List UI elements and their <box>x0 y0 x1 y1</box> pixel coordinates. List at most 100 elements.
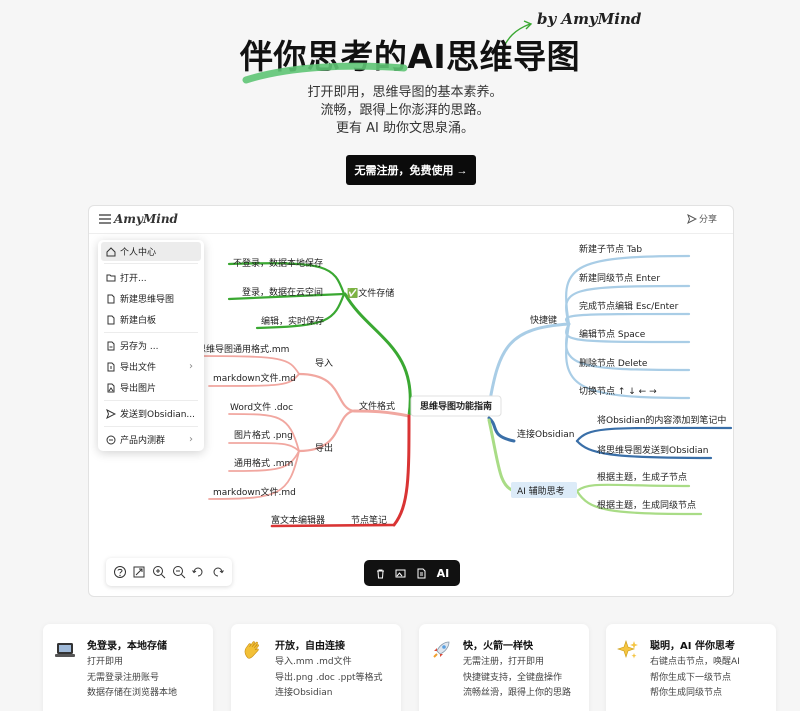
menu-item-label: 个人中心 <box>120 248 157 258</box>
menu-item-export-file[interactable]: 导出文件 › <box>101 357 201 376</box>
feature-line: 帮你生成同级节点 <box>650 688 723 698</box>
node-notes-child[interactable]: 富文本编辑器 <box>271 514 325 526</box>
image-icon[interactable] <box>395 568 406 579</box>
node-shortcut-child[interactable]: 编辑节点 Space <box>579 328 646 340</box>
send-icon <box>687 213 697 224</box>
node-export[interactable]: 导出 <box>315 442 333 454</box>
node-ai-child[interactable]: 根据主题，生成子节点 <box>597 471 687 483</box>
feature-line: 流畅丝滑，跟得上你的思路 <box>463 688 572 698</box>
node-export-child[interactable]: markdown文件.md <box>213 486 296 498</box>
chevron-right-icon: › <box>189 361 193 372</box>
hand-wave-icon <box>244 641 259 659</box>
node-ai-highlight <box>511 482 577 498</box>
node-shortcut-child[interactable]: 切换节点 ↑ ↓ ← → <box>579 385 657 397</box>
mindmap-root-node[interactable] <box>410 395 502 417</box>
hero-line: 更有 AI 助你文思泉涌。 <box>336 121 474 136</box>
node-import-child[interactable]: 思维导图通用格式.mm <box>197 343 289 355</box>
node-ai[interactable]: AI 辅助思考 <box>517 485 565 497</box>
file-icon <box>107 315 115 324</box>
feature-title: 快，火箭一样快 <box>463 641 533 652</box>
trash-icon[interactable] <box>375 568 386 579</box>
mindmap-canvas[interactable]: 思维导图功能指南 ✅文件存储 不登录，数据本地保存 登录，数据在云空间 编辑，实… <box>89 206 734 597</box>
feature-line: 无需登录注册账号 <box>87 673 160 683</box>
chat-bubble-icon <box>106 435 116 444</box>
menu-divider <box>104 263 198 264</box>
app-logo: AmyMind <box>114 212 178 226</box>
menu-item-label: 发送到Obsidian... <box>120 410 196 420</box>
menu-item-label: 导出文件 <box>120 363 157 373</box>
node-notes[interactable]: 节点笔记 <box>351 514 387 526</box>
menu-item-new-mindmap[interactable]: 新建思维导图 <box>101 289 201 308</box>
send-icon <box>106 408 116 419</box>
feature-title: 免登录，本地存储 <box>87 641 167 652</box>
menu-item-send-obsidian[interactable]: 发送到Obsidian... <box>101 404 201 423</box>
note-icon[interactable] <box>416 568 427 579</box>
menu-item-save-as[interactable]: 另存为 ... <box>101 336 201 355</box>
brand-arrow-icon <box>501 20 533 51</box>
folder-icon <box>106 274 116 281</box>
feature-line: 无需注册，打开即用 <box>463 657 545 667</box>
menu-item-label: 打开... <box>120 274 147 284</box>
menu-item-export-image[interactable]: 导出图片 <box>101 378 201 397</box>
node-shortcut-child[interactable]: 新建同级节点 Enter <box>579 272 660 284</box>
zoom-out-icon[interactable] <box>172 565 186 579</box>
node-format[interactable]: 文件格式 <box>359 400 395 412</box>
node-export-child[interactable]: 通用格式 .mm <box>234 457 293 469</box>
sparkles-icon <box>617 640 638 659</box>
title-underline-swash <box>242 62 408 84</box>
node-export-child[interactable]: 图片格式 .png <box>234 429 293 441</box>
node-storage[interactable]: ✅文件存储 <box>347 287 394 299</box>
menu-item-label: 新建白板 <box>120 316 157 326</box>
menu-icon[interactable] <box>99 214 111 224</box>
brand-tagline: by AmyMind <box>537 10 642 28</box>
free-use-button[interactable]: 无需注册，免费使用 → <box>346 155 476 185</box>
menu-item-profile[interactable]: 个人中心 <box>101 242 201 261</box>
node-import-child[interactable]: markdown文件.md <box>213 372 296 384</box>
file-icon <box>107 294 115 303</box>
menu-item-new-whiteboard[interactable]: 新建白板 <box>101 310 201 329</box>
node-shortcut-child[interactable]: 完成节点编辑 Esc/Enter <box>579 300 679 312</box>
feature-card: 免登录，本地存储 打开即用 无需登录注册账号 数据存储在浏览器本地 <box>43 624 213 711</box>
menu-divider <box>104 426 198 427</box>
chevron-right-icon: › <box>189 434 193 445</box>
menu-item-open[interactable]: 打开... <box>101 268 201 287</box>
menu-item-beta-group[interactable]: 产品内测群 › <box>101 430 201 449</box>
menu-item-label: 导出图片 <box>120 384 157 394</box>
node-storage-child[interactable]: 编辑，实时保存 <box>261 315 324 327</box>
share-button[interactable]: 分享 <box>687 212 717 225</box>
app-header: AmyMind 分享 <box>89 206 733 234</box>
node-obsidian-child[interactable]: 将思维导图发送到Obsidian <box>597 444 708 456</box>
menu-item-label: 另存为 ... <box>120 342 159 352</box>
home-icon <box>106 246 116 256</box>
node-obsidian-child[interactable]: 将Obsidian的内容添加到笔记中 <box>597 414 726 426</box>
node-storage-child[interactable]: 登录，数据在云空间 <box>242 286 323 298</box>
node-shortcuts[interactable]: 快捷键 <box>530 314 557 326</box>
node-action-toolbar: AI <box>364 560 460 586</box>
laptop-icon <box>55 643 75 657</box>
node-storage-child[interactable]: 不登录，数据本地保存 <box>233 257 323 269</box>
fit-screen-icon[interactable] <box>132 565 146 579</box>
feature-line: 打开即用 <box>87 657 124 667</box>
ai-button[interactable]: AI <box>436 566 450 580</box>
mindmap-root-label: 思维导图功能指南 <box>420 400 492 412</box>
image-file-icon <box>107 383 115 392</box>
hero-line: 打开即用，思维导图的基本素养。 <box>307 85 503 100</box>
share-label: 分享 <box>698 215 717 225</box>
node-obsidian[interactable]: 连接Obsidian <box>517 428 574 440</box>
feature-title: 聪明，AI 伴你思考 <box>650 641 735 652</box>
menu-item-label: 产品内测群 <box>120 436 166 446</box>
redo-icon[interactable] <box>211 565 225 579</box>
node-ai-child[interactable]: 根据主题，生成同级节点 <box>597 499 696 511</box>
feature-line: 数据存储在浏览器本地 <box>87 688 178 698</box>
feature-line: 帮你生成下一级节点 <box>650 673 732 683</box>
node-export-child[interactable]: Word文件 .doc <box>230 401 293 413</box>
node-shortcut-child[interactable]: 删除节点 Delete <box>579 357 648 369</box>
undo-icon[interactable] <box>191 565 205 579</box>
help-icon[interactable] <box>113 565 127 579</box>
feature-line: 右键点击节点，唤醒AI <box>650 657 740 667</box>
zoom-in-icon[interactable] <box>152 565 166 579</box>
menu-divider <box>104 400 198 401</box>
node-shortcut-child[interactable]: 新建子节点 Tab <box>579 243 642 255</box>
export-file-icon <box>107 362 115 371</box>
node-import[interactable]: 导入 <box>315 358 333 369</box>
